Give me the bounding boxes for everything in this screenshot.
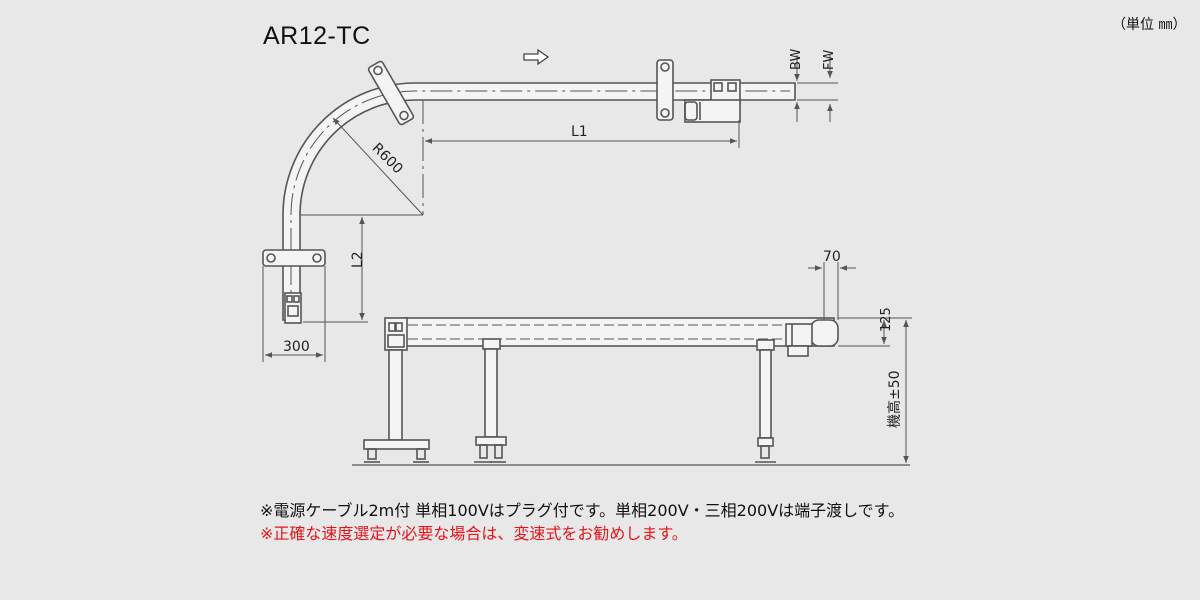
dim-bw: BW bbox=[789, 49, 804, 70]
dim-fw: FW bbox=[822, 50, 837, 70]
plan-stand-right bbox=[656, 59, 674, 121]
plan-stand-curve bbox=[367, 60, 415, 126]
dim-70: 70 bbox=[823, 249, 841, 265]
dim-l1: L1 bbox=[571, 124, 588, 140]
side-stand-middle bbox=[474, 338, 507, 463]
dim-125: 125 bbox=[879, 307, 894, 332]
speed-selection-note: ※正確な速度選定が必要な場合は、変速式をお勧めします。 bbox=[260, 524, 688, 543]
plan-tail-end bbox=[284, 292, 302, 324]
curved-belt bbox=[282, 82, 796, 321]
plan-view bbox=[262, 48, 838, 362]
side-stand-right bbox=[755, 339, 776, 463]
unit-label: （単位 ㎜） bbox=[1112, 17, 1187, 33]
side-stand-left bbox=[363, 349, 430, 463]
dim-machine-height: 機高±50 bbox=[886, 370, 903, 428]
dim-300: 300 bbox=[283, 339, 310, 355]
plan-drive-unit bbox=[684, 79, 741, 123]
model-title: AR12-TC bbox=[263, 22, 371, 50]
dim-radius: R600 bbox=[369, 140, 406, 177]
right-arrow-icon bbox=[523, 48, 550, 66]
side-view bbox=[352, 262, 912, 466]
side-tail-end bbox=[384, 317, 408, 351]
dim-l2: L2 bbox=[350, 251, 366, 268]
plan-stand-bottom bbox=[262, 249, 326, 267]
power-cable-note: ※電源ケーブル2m付 単相100Vはプラグ付です。単相200V・三相200Vは端… bbox=[260, 501, 905, 520]
side-drive-unit bbox=[785, 319, 839, 357]
